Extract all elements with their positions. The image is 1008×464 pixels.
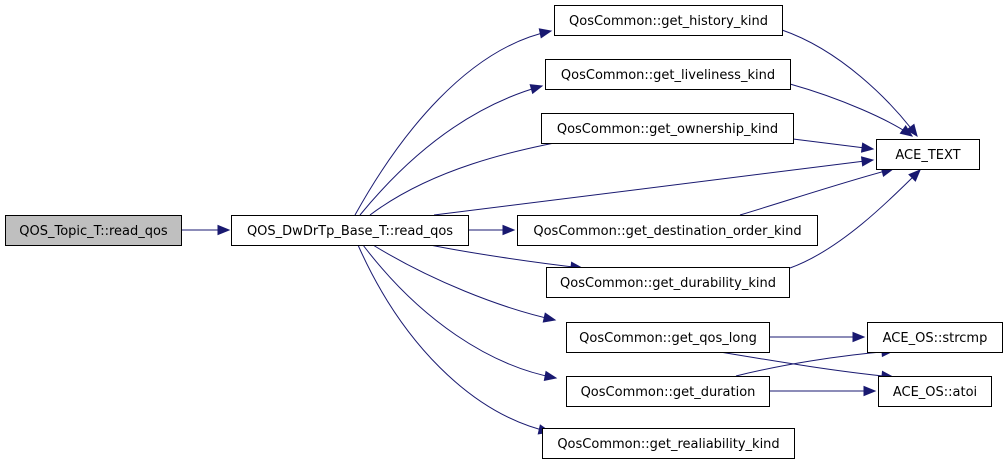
node-box[interactable] [231, 215, 469, 246]
arrow-head-icon [852, 331, 866, 343]
node-ownership[interactable]: QosCommon::get_ownership_kind [541, 113, 794, 144]
edge-base-duration [362, 244, 558, 382]
edge-base-qoslong [372, 244, 557, 323]
arrow-head-icon [542, 312, 557, 323]
edge-line [433, 159, 874, 216]
arrow-head-icon [538, 28, 553, 39]
arrow-head-icon [217, 224, 231, 236]
node-label: QOS_Topic_T::read_qos [19, 224, 168, 239]
arrow-head-icon [863, 385, 877, 397]
edge-line [719, 351, 894, 378]
edge-line [781, 29, 918, 137]
edge-base-history [354, 28, 553, 216]
arrow-head-icon [529, 84, 544, 95]
node-label: QosCommon::get_destination_order_kind [533, 224, 801, 239]
edge-line [372, 244, 556, 321]
node-label: QosCommon::get_ownership_kind [557, 122, 778, 137]
edge-destorder-acetext [739, 166, 895, 216]
arrow-head-icon [905, 123, 918, 138]
node-history[interactable]: QosCommon::get_history_kind [554, 5, 783, 36]
node-box[interactable] [878, 376, 992, 407]
arrow-head-icon [543, 370, 558, 382]
edge-line [739, 168, 894, 216]
edge-line [429, 244, 583, 269]
edge-history-acetext [781, 29, 918, 138]
node-box[interactable] [517, 215, 818, 246]
node-box[interactable] [5, 215, 182, 246]
node-acetext[interactable]: ACE_TEXT [876, 139, 980, 170]
node-box[interactable] [546, 267, 790, 298]
arrow-head-icon [860, 142, 875, 153]
node-label: QOS_DwDrTp_Base_T::read_qos [247, 224, 453, 239]
node-label: QosCommon::get_history_kind [569, 14, 768, 29]
node-label: QosCommon::get_qos_long [579, 331, 757, 346]
node-label: ACE_OS::strcmp [883, 331, 988, 346]
node-box[interactable] [554, 5, 783, 36]
node-label: QosCommon::get_realiability_kind [557, 437, 779, 452]
node-label: ACE_OS::atoi [893, 385, 977, 400]
node-strcmp[interactable]: ACE_OS::strcmp [867, 322, 1003, 353]
arrow-head-icon [502, 224, 516, 236]
edge-ownership-acetext [792, 138, 875, 153]
edge-line [362, 244, 557, 379]
edge-line [789, 83, 913, 137]
node-duration[interactable]: QosCommon::get_duration [566, 376, 770, 407]
edge-line [789, 169, 921, 269]
node-label: QosCommon::get_durability_kind [560, 276, 776, 291]
edge-line [354, 30, 552, 216]
edge-base-ownership [369, 133, 589, 216]
edge-line [359, 85, 543, 216]
node-box[interactable] [541, 113, 794, 144]
node-box[interactable] [545, 59, 791, 90]
edge-line [735, 350, 894, 377]
edge-durability-acetext [789, 169, 921, 269]
node-label: QosCommon::get_liveliness_kind [561, 68, 775, 83]
edge-base-liveliness [359, 84, 544, 216]
node-label: QosCommon::get_duration [581, 385, 756, 400]
node-atoi[interactable]: ACE_OS::atoi [878, 376, 992, 407]
nodes-layer: QOS_Topic_T::read_qos QOS_DwDrTp_Base_T::… [5, 5, 1003, 459]
node-box[interactable] [867, 322, 1003, 353]
arrow-head-icon [860, 156, 875, 167]
node-box[interactable] [566, 322, 770, 353]
edge-line [369, 136, 588, 216]
node-durability[interactable]: QosCommon::get_durability_kind [546, 267, 790, 298]
edge-duration-atoi [769, 385, 877, 397]
edge-line [792, 138, 874, 150]
edge-base-acetext [433, 156, 875, 216]
node-destorder[interactable]: QosCommon::get_destination_order_kind [517, 215, 818, 246]
node-box[interactable] [542, 428, 795, 459]
edge-line [357, 244, 551, 433]
arrow-head-icon [908, 169, 921, 182]
edge-base-destorder [468, 224, 516, 236]
node-reliability[interactable]: QosCommon::get_realiability_kind [542, 428, 795, 459]
edge-liveliness-acetext [789, 83, 914, 137]
node-root[interactable]: QOS_Topic_T::read_qos [5, 215, 182, 246]
arrow-head-icon [899, 125, 914, 137]
node-liveliness[interactable]: QosCommon::get_liveliness_kind [545, 59, 791, 90]
node-qoslong[interactable]: QosCommon::get_qos_long [566, 322, 770, 353]
edge-root-base [181, 224, 231, 236]
node-box[interactable] [566, 376, 770, 407]
node-label: ACE_TEXT [895, 148, 960, 163]
node-box[interactable] [876, 139, 980, 170]
node-base[interactable]: QOS_DwDrTp_Base_T::read_qos [231, 215, 469, 246]
edge-qoslong-strcmp [769, 331, 866, 343]
